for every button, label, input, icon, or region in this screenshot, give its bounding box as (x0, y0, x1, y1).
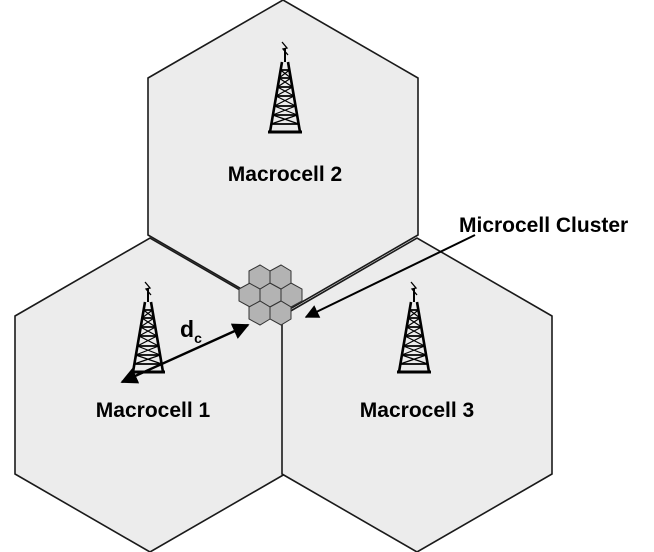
macrocell-label-3: Macrocell 3 (360, 399, 474, 422)
microcell (269, 264, 292, 290)
distance-symbol: d (180, 316, 194, 342)
macrocell-label-1: Macrocell 1 (96, 399, 211, 422)
macrocell-hexagon-3 (281, 237, 553, 552)
macrocell-label-2: Macrocell 2 (228, 163, 342, 186)
cluster-pointer-arrow (304, 234, 476, 318)
distance-arrow (120, 323, 250, 384)
macrocell-hexagon-2 (147, 0, 419, 314)
microcell-cluster-label: Microcell Cluster (459, 214, 628, 237)
microcell (269, 300, 292, 326)
distance-label: dc (180, 316, 202, 346)
microcell-cluster (238, 264, 303, 326)
distance-subscript: c (194, 330, 202, 346)
